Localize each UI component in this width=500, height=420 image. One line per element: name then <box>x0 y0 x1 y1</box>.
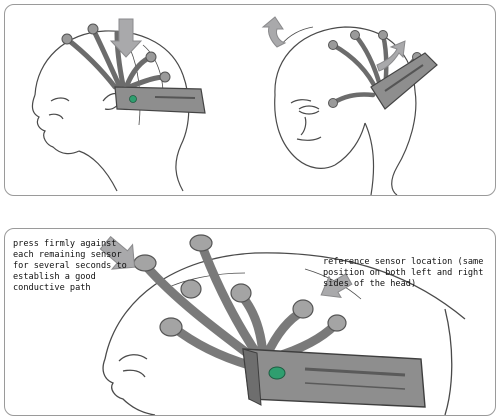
left-headset <box>61 23 206 114</box>
top-illustration <box>31 16 438 195</box>
down-arrow-icon <box>109 18 143 58</box>
press-sensor-instruction: press firmly against each remaining sens… <box>13 239 127 293</box>
right-headset <box>328 30 438 110</box>
reference-sensor-caption: reference sensor location (same position… <box>323 257 484 289</box>
bottom-illustration <box>99 234 466 415</box>
pointer-arrow-icon <box>320 273 353 299</box>
bottom-illustration-panel: press firmly against each remaining sens… <box>4 228 496 416</box>
headset-logo-icon <box>268 366 286 380</box>
top-illustration-panel <box>4 4 496 196</box>
bottom-headset-body <box>242 348 426 408</box>
headset-logo-icon <box>129 95 137 103</box>
rotate-arrow-icon <box>261 16 406 72</box>
bottom-headset-arms <box>133 234 347 370</box>
press-arrow-icon <box>99 235 136 270</box>
